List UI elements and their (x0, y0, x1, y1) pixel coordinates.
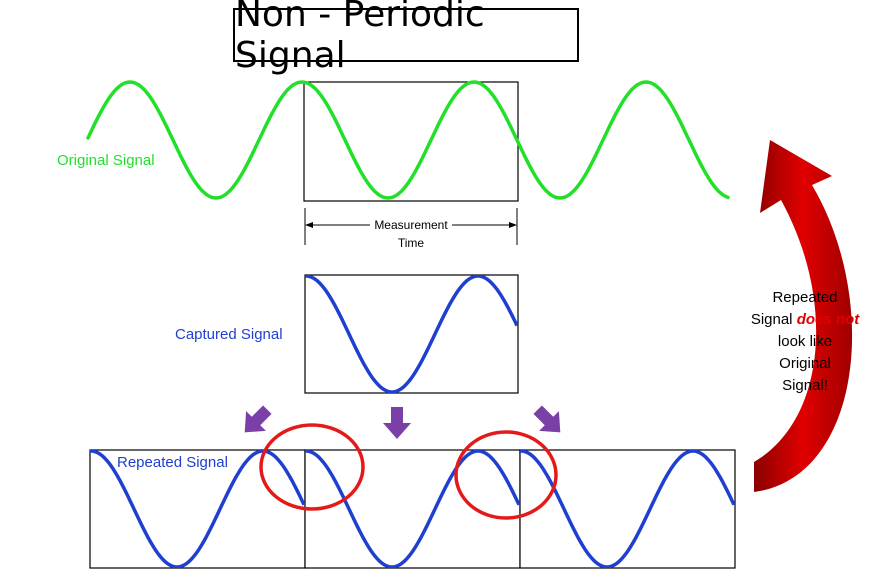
measurement-time-line1: Measurement (370, 216, 452, 234)
note-line-2-text: Signal (750, 311, 797, 328)
repeated-signal-label: Repeated Signal (117, 454, 228, 471)
measurement-window (303, 81, 519, 202)
note-line-4: Original (779, 355, 831, 372)
note-line-1: Repeated (772, 289, 838, 306)
captured-signal-box (304, 274, 519, 394)
arrow-down-icon (383, 407, 411, 439)
arrow-down-right-icon (533, 405, 561, 433)
original-signal-label: Original Signal (57, 152, 155, 169)
repeated-signal-wave-3 (520, 450, 735, 568)
return-arrow (754, 140, 853, 492)
repeated-box-2 (304, 449, 521, 569)
original-signal-wave (86, 80, 730, 200)
note-line-5: Signal! (782, 377, 828, 394)
measurement-time-line2: Time (393, 234, 429, 252)
note-line-3: look like (777, 333, 833, 350)
discontinuity-circle-1 (259, 423, 365, 511)
mismatch-note: Repeated Signal does not look like Origi… (735, 287, 875, 397)
measurement-time-label: Measurement Time (305, 216, 517, 252)
note-emphasis: does not (796, 311, 860, 328)
discontinuity-circle-2 (454, 430, 558, 520)
repeated-box-1 (89, 449, 306, 569)
arrow-down-left-icon (244, 405, 272, 433)
repeated-signal-wave-2 (305, 450, 520, 568)
repeated-signal-wave-1 (90, 450, 305, 568)
copy-arrows (244, 405, 561, 439)
note-line-2: Signal does not (735, 309, 875, 331)
captured-signal-label: Captured Signal (175, 326, 283, 343)
captured-signal-wave (305, 275, 518, 393)
page-title: Non - Periodic Signal (233, 0, 579, 76)
